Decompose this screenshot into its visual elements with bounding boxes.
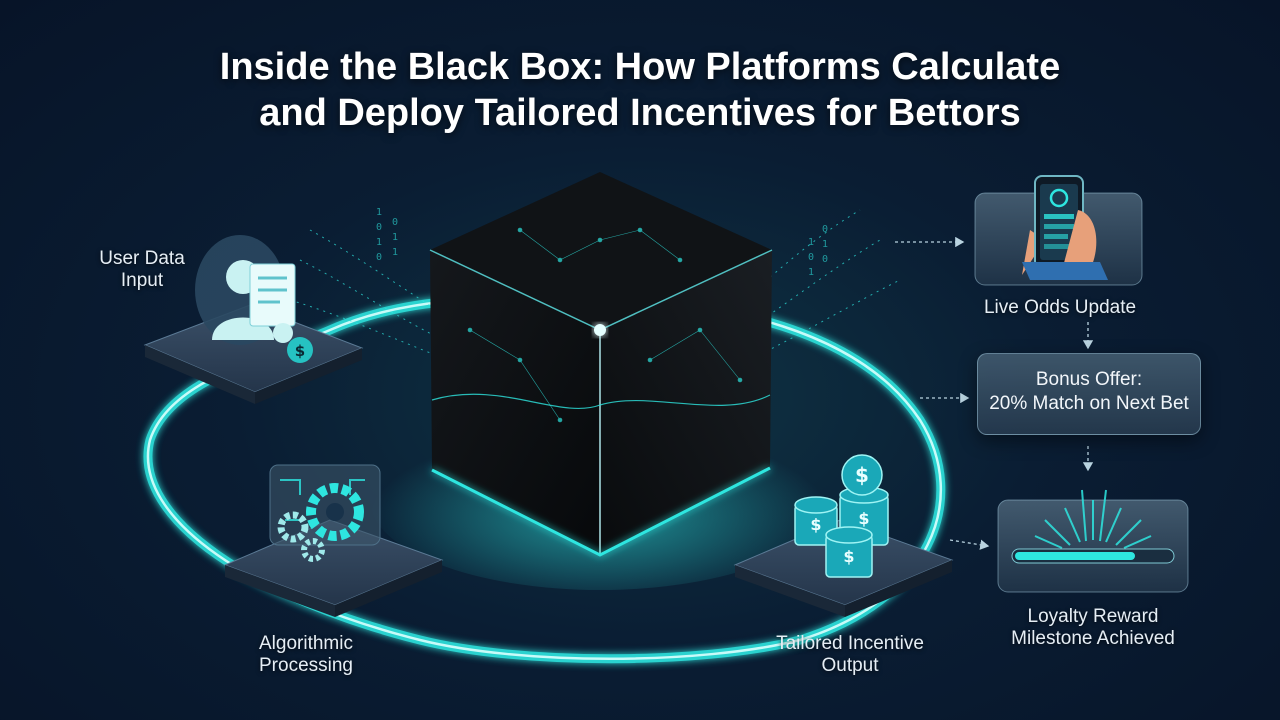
loyalty-label: Loyalty Reward Milestone Achieved bbox=[1011, 606, 1175, 649]
cube-network bbox=[467, 227, 743, 423]
svg-text:$: $ bbox=[855, 463, 869, 487]
svg-text:$: $ bbox=[843, 547, 854, 566]
tailored-output-platform: $ $ $ $ bbox=[733, 454, 954, 617]
flow-arrows bbox=[895, 236, 1094, 550]
svg-text:0: 0 bbox=[822, 254, 828, 265]
coin-stack-icon: $ $ $ $ bbox=[794, 454, 889, 578]
svg-text:0: 0 bbox=[376, 222, 382, 233]
user-document-icon: $ bbox=[195, 235, 313, 363]
loyalty-card bbox=[997, 489, 1189, 593]
black-box-cube bbox=[429, 172, 773, 557]
tailored-label: Tailored Incentive Output bbox=[776, 633, 924, 676]
gears-icon bbox=[269, 464, 381, 562]
user-data-label: User Data Input bbox=[99, 248, 185, 291]
svg-text:0: 0 bbox=[376, 252, 382, 263]
algorithmic-platform bbox=[223, 464, 444, 617]
page-title-line-2: and Deploy Tailored Incentives for Betto… bbox=[259, 92, 1021, 134]
sparkle-burst-icon bbox=[1034, 489, 1152, 549]
bonus-offer-title: Bonus Offer: bbox=[1035, 369, 1143, 390]
svg-text:$: $ bbox=[295, 342, 305, 360]
svg-text:1: 1 bbox=[392, 247, 398, 258]
live-odds-label: Live Odds Update bbox=[983, 297, 1137, 318]
svg-text:0: 0 bbox=[808, 252, 814, 263]
svg-text:1: 1 bbox=[822, 239, 828, 250]
bonus-offer-card: Bonus Offer: 20% Match on Next Bet bbox=[977, 353, 1201, 435]
algorithmic-label: Algorithmic Processing bbox=[259, 633, 353, 676]
svg-text:0: 0 bbox=[392, 217, 398, 228]
svg-text:1: 1 bbox=[376, 237, 382, 248]
svg-text:$: $ bbox=[810, 515, 821, 534]
page-title-line-1: Inside the Black Box: How Platforms Calc… bbox=[219, 46, 1061, 88]
svg-text:1: 1 bbox=[392, 232, 398, 243]
user-data-platform: $ bbox=[143, 235, 364, 404]
svg-text:1: 1 bbox=[808, 237, 814, 248]
svg-text:1: 1 bbox=[376, 207, 382, 218]
svg-text:0: 0 bbox=[822, 224, 828, 235]
svg-text:1: 1 bbox=[808, 267, 814, 278]
progress-bar-icon bbox=[1011, 548, 1175, 564]
phone-in-hand-icon bbox=[1022, 175, 1108, 280]
bonus-offer-detail: 20% Match on Next Bet bbox=[989, 393, 1189, 414]
svg-text:$: $ bbox=[858, 509, 869, 528]
live-odds-card bbox=[974, 175, 1143, 286]
